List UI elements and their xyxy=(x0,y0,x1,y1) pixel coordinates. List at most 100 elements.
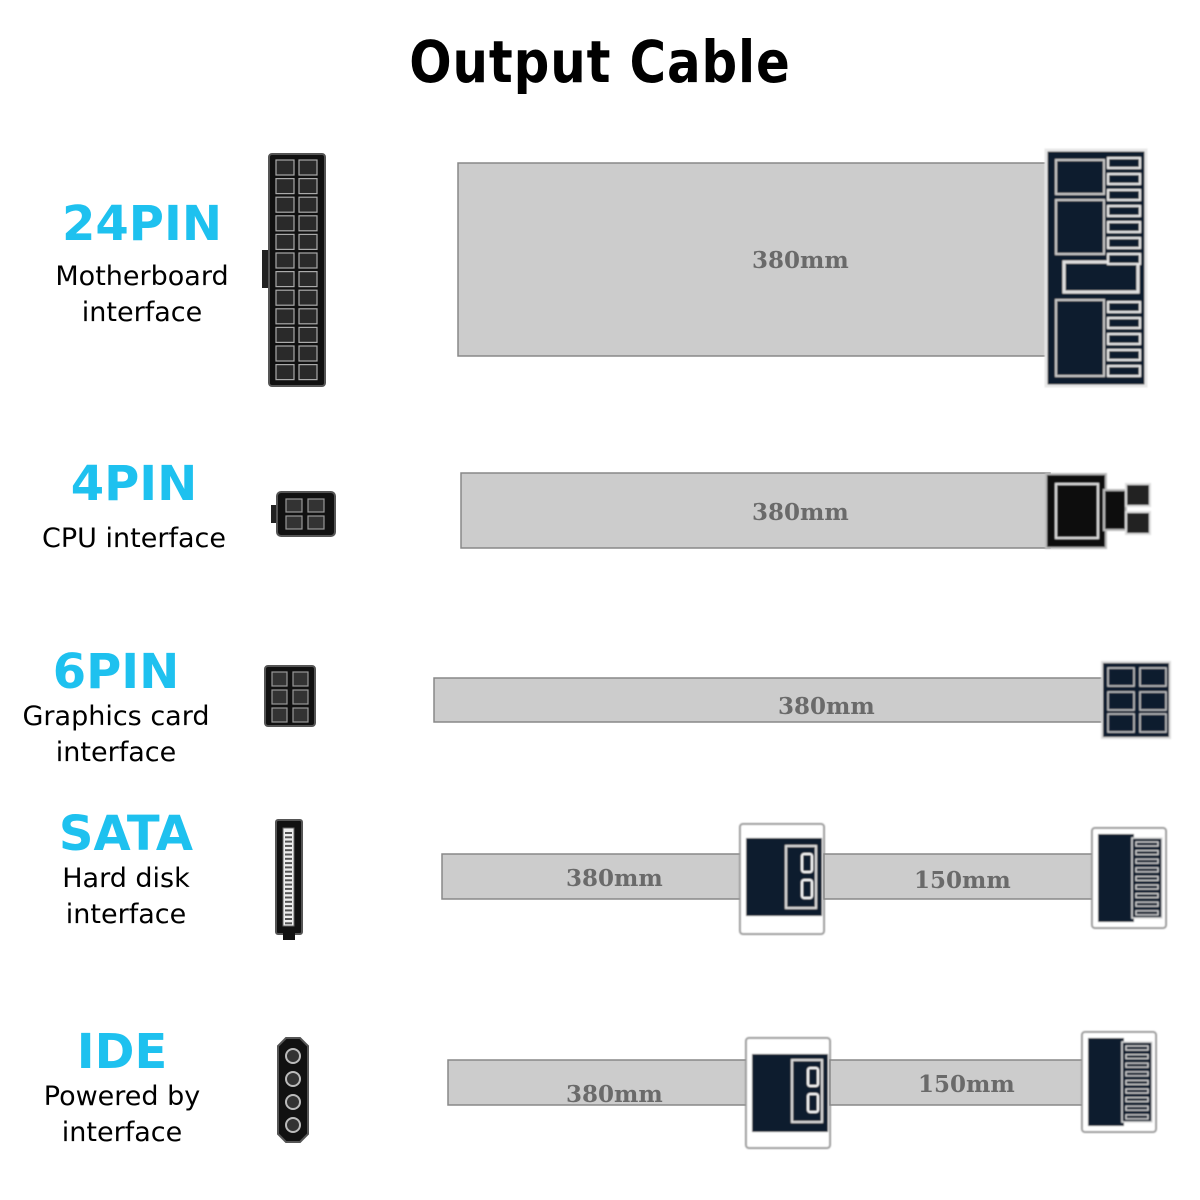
cable-sata-1 xyxy=(441,853,745,900)
connector-rib xyxy=(1107,301,1141,313)
sata-contact xyxy=(285,836,292,839)
ide-pin xyxy=(285,1117,301,1133)
connector-rib xyxy=(1135,841,1159,847)
connector-rib xyxy=(1125,1062,1149,1068)
cable-ide-1 xyxy=(447,1059,749,1106)
connector-rib xyxy=(1135,858,1159,864)
pin-hole xyxy=(298,308,318,325)
cable-4pin xyxy=(460,472,1051,549)
sata-contact xyxy=(285,870,292,873)
row-label-24pin: 24PIN Motherboard interface xyxy=(12,198,272,331)
connector-rib xyxy=(1135,901,1159,907)
connector-rib xyxy=(1135,892,1159,899)
cable-ide-2 xyxy=(829,1059,1085,1106)
sata-contact xyxy=(285,883,292,886)
connector-6pin-side xyxy=(1101,661,1171,739)
length-6pin: 380mm xyxy=(778,693,875,720)
sata-contact xyxy=(285,909,292,912)
page-title: Output Cable xyxy=(409,28,791,96)
sata-contact xyxy=(285,840,292,843)
pin-desc-6pin: Graphics card interface xyxy=(22,700,210,768)
pin-hole xyxy=(275,233,295,250)
pin-desc-24pin: Motherboard interface xyxy=(55,260,229,328)
pin-name-4pin: 4PIN xyxy=(70,456,198,512)
connector-rib xyxy=(1107,237,1141,249)
connector-rib xyxy=(1135,910,1159,916)
pin-desc-4pin: CPU interface xyxy=(42,522,226,554)
pin-hole xyxy=(298,364,318,381)
sata-contact xyxy=(285,853,292,856)
pin-hole xyxy=(298,345,318,362)
pin-hole xyxy=(298,159,318,176)
connector-sata-end xyxy=(1091,827,1167,929)
connector-rib xyxy=(1125,1088,1149,1094)
connector-rib xyxy=(1125,1071,1149,1077)
pin-hole xyxy=(298,215,318,232)
pin-desc-sata: Hard disk interface xyxy=(62,862,190,930)
pin-hole xyxy=(298,289,318,306)
ide-pin xyxy=(285,1048,301,1064)
connector-rib xyxy=(1135,867,1159,873)
connector-rib xyxy=(1125,1105,1149,1111)
pin-hole xyxy=(298,233,318,250)
pin-hole xyxy=(275,364,295,381)
connector-rib xyxy=(1107,205,1141,217)
pin-hole xyxy=(275,159,295,176)
ide-pin xyxy=(285,1094,301,1110)
connector-rib xyxy=(1107,349,1141,361)
connector-rib xyxy=(1107,189,1141,201)
connector-rib xyxy=(1107,317,1141,329)
connector-sata-mid xyxy=(739,823,825,935)
connector-ide-face xyxy=(277,1037,309,1143)
connector-rib xyxy=(1135,884,1159,890)
connector-4pin-face xyxy=(271,491,336,537)
connector-rib xyxy=(1107,173,1141,185)
connector-rib xyxy=(1107,221,1141,233)
length-ide-1: 380mm xyxy=(566,1081,663,1108)
connector-rib xyxy=(1107,157,1141,169)
sata-contact xyxy=(285,879,292,882)
sata-contact xyxy=(285,892,292,895)
cable-sata-2 xyxy=(823,853,1097,900)
connector-sata-face xyxy=(275,819,303,940)
pin-hole xyxy=(275,215,295,232)
connector-rib xyxy=(1107,253,1141,265)
length-ide-2: 150mm xyxy=(918,1071,1015,1098)
pin-name-ide: IDE xyxy=(76,1024,168,1080)
pin-hole xyxy=(298,326,318,343)
length-sata-1: 380mm xyxy=(566,865,663,892)
sata-contact xyxy=(285,849,292,852)
sata-contact xyxy=(285,918,292,920)
pin-hole xyxy=(298,178,318,195)
length-4pin: 380mm xyxy=(752,499,849,526)
sata-contact xyxy=(285,913,292,916)
sata-contact xyxy=(285,900,292,903)
row-label-4pin: 4PIN CPU interface xyxy=(4,458,264,557)
connector-rib xyxy=(1107,365,1141,377)
sata-contact xyxy=(285,896,292,899)
connector-rib xyxy=(1135,849,1159,856)
connector-rib xyxy=(1107,333,1141,345)
pin-name-6pin: 6PIN xyxy=(52,644,180,700)
pin-hole xyxy=(298,252,318,269)
row-label-sata: SATA Hard disk interface xyxy=(0,808,256,933)
pin-hole xyxy=(298,196,318,213)
connector-rib xyxy=(1125,1045,1149,1051)
pin-hole xyxy=(275,326,295,343)
row-label-ide: IDE Powered by interface xyxy=(0,1026,252,1151)
pin-name-24pin: 24PIN xyxy=(61,196,222,252)
connector-rib xyxy=(1125,1079,1149,1086)
sata-contact xyxy=(285,857,292,860)
length-sata-2: 150mm xyxy=(914,867,1011,894)
connector-rib xyxy=(1125,1096,1149,1103)
pin-desc-ide: Powered by interface xyxy=(43,1080,201,1148)
sata-contact xyxy=(285,875,292,877)
connector-rib xyxy=(1125,1053,1149,1060)
pin-hole xyxy=(275,178,295,195)
pin-hole xyxy=(275,345,295,362)
connector-rib xyxy=(1135,875,1159,882)
connector-ide-end xyxy=(1081,1031,1157,1133)
cable-24pin xyxy=(457,162,1047,357)
cable-6pin xyxy=(433,677,1103,723)
